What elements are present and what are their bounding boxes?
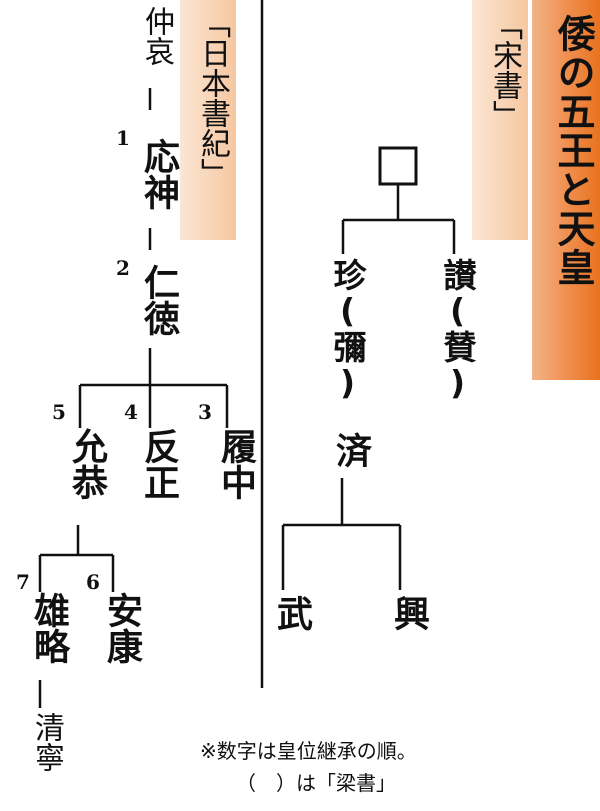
emperor-ojin: 応神 bbox=[138, 138, 179, 210]
emperor-ingyo: 允恭 bbox=[66, 428, 107, 500]
emperor-richu: 履中 bbox=[215, 428, 256, 500]
emperor-chuai: 仲哀 bbox=[139, 6, 174, 66]
song-source-box: 「宋書」 bbox=[472, 0, 528, 240]
king-san: 讃(賛) bbox=[438, 258, 477, 402]
emperor-anko-number: 6 bbox=[86, 570, 100, 594]
king-bu: 武 bbox=[271, 595, 312, 631]
emperor-anko: 安康 bbox=[101, 592, 142, 664]
king-sai: 済 bbox=[330, 432, 371, 468]
king-ko: 興 bbox=[388, 595, 429, 631]
emperor-yuryaku-number: 7 bbox=[16, 570, 30, 594]
unknown-ancestor-box bbox=[378, 146, 418, 186]
emperor-hanzei: 反正 bbox=[138, 428, 179, 500]
emperor-ingyo-number: 5 bbox=[52, 400, 66, 424]
king-chin: 珍(彌) bbox=[328, 258, 367, 402]
diagram-title: 倭の五王と天皇 bbox=[551, 14, 595, 287]
emperor-richu-number: 3 bbox=[198, 400, 212, 424]
emperor-ojin-number: 1 bbox=[116, 126, 130, 150]
song-source-label: 「宋書」 bbox=[487, 10, 522, 130]
emperor-hanzei-number: 4 bbox=[124, 400, 138, 424]
nihon-source-box: 「日本書紀」 bbox=[180, 0, 236, 240]
note-line-2: （ ）は「梁書」 bbox=[236, 771, 396, 795]
emperor-yuryaku: 雄略 bbox=[28, 592, 69, 664]
emperor-nintoku: 仁徳 bbox=[138, 264, 179, 336]
emperor-seinei: 清寧 bbox=[29, 712, 64, 772]
title-band: 倭の五王と天皇 bbox=[532, 0, 600, 380]
emperor-nintoku-number: 2 bbox=[116, 256, 130, 280]
note-line-1: ※数字は皇位継承の順。 bbox=[200, 739, 417, 763]
nihon-source-label: 「日本書紀」 bbox=[195, 8, 230, 188]
